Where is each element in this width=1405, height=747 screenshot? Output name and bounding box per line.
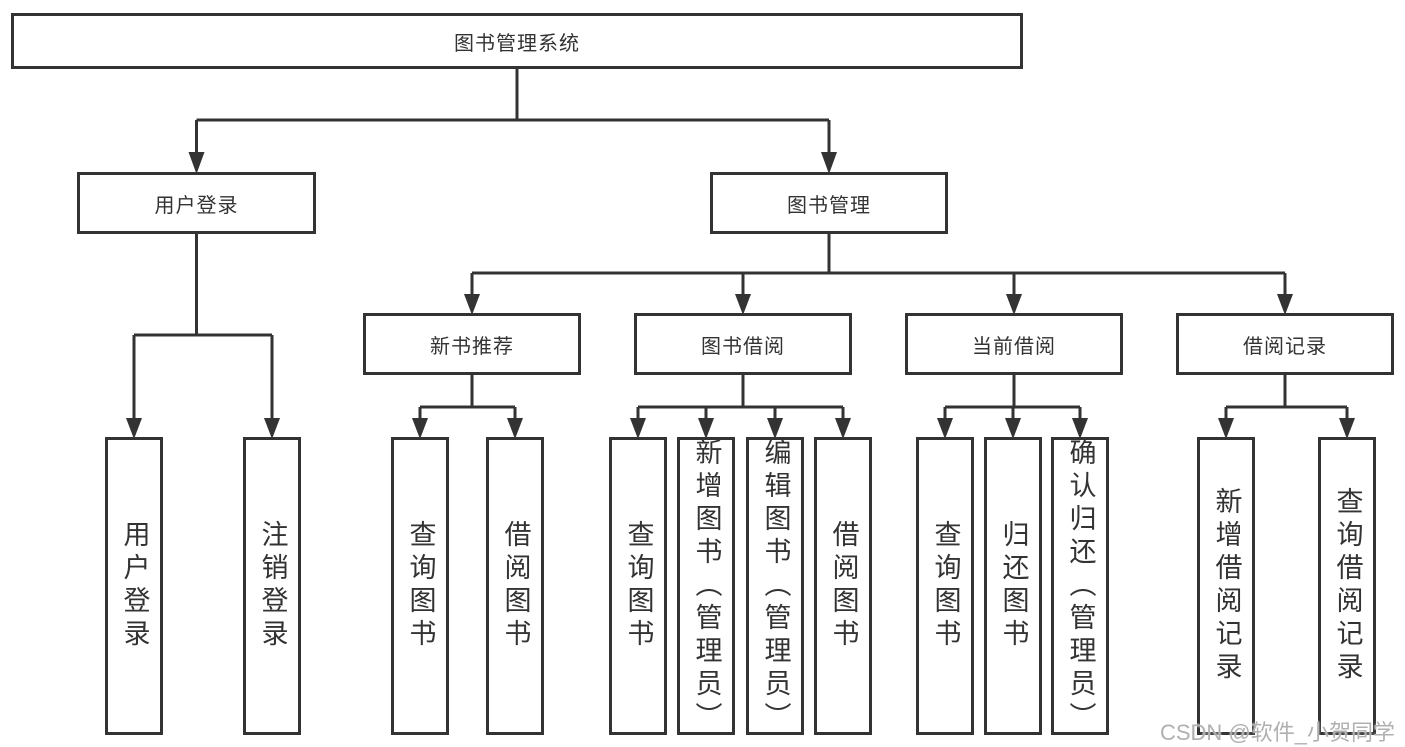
node-label: 编辑图书（管理员） [760, 437, 791, 735]
node-label: 借阅图书 [828, 520, 859, 652]
arrowhead-icons [126, 152, 1355, 439]
node-label: 用户登录 [154, 194, 239, 217]
node-label: 新书推荐 [430, 335, 514, 358]
node-label: 用户登录 [119, 520, 150, 652]
node-label: 新增借阅记录 [1211, 487, 1242, 685]
node-label: 借阅图书 [500, 520, 531, 652]
node-label: 图书管理系统 [454, 32, 580, 55]
node-label: 查询图书 [930, 520, 961, 652]
leaf-user-login: 用户登录 [105, 437, 163, 735]
leaf-edit-books-admin: 编辑图书（管理员） [746, 437, 804, 735]
node-current-borrowing: 当前借阅 [905, 313, 1123, 375]
node-label: 查询借阅记录 [1332, 487, 1363, 685]
node-borrowing-records: 借阅记录 [1176, 313, 1394, 375]
node-label: 图书借阅 [701, 335, 785, 358]
node-label: 借阅记录 [1243, 335, 1327, 358]
node-user-login: 用户登录 [77, 172, 316, 234]
node-label: 注销登录 [257, 520, 288, 652]
node-book-borrowing: 图书借阅 [634, 313, 852, 375]
node-library-management-system: 图书管理系统 [11, 13, 1023, 69]
leaf-return-books: 归还图书 [984, 437, 1042, 735]
node-label: 归还图书 [998, 520, 1029, 652]
node-book-management: 图书管理 [710, 172, 948, 234]
leaf-borrow-books-recommend: 借阅图书 [486, 437, 544, 735]
node-label: 当前借阅 [972, 335, 1056, 358]
leaf-borrow-books: 借阅图书 [814, 437, 872, 735]
leaf-query-borrow-record: 查询借阅记录 [1318, 437, 1376, 735]
node-label: 确认归还（管理员） [1065, 437, 1096, 735]
leaf-query-books-current: 查询图书 [916, 437, 974, 735]
leaf-add-books-admin: 新增图书（管理员） [677, 437, 735, 735]
node-label: 新增图书（管理员） [691, 437, 722, 735]
leaf-query-books-recommend: 查询图书 [391, 437, 449, 735]
node-new-book-recommend: 新书推荐 [363, 313, 581, 375]
leaf-query-books-borrowing: 查询图书 [609, 437, 667, 735]
watermark: CSDN @软件_小贺同学 [1159, 720, 1395, 745]
leaf-logout: 注销登录 [243, 437, 301, 735]
leaf-confirm-return-admin: 确认归还（管理员） [1051, 437, 1109, 735]
node-label: 查询图书 [623, 520, 654, 652]
leaf-add-borrow-record: 新增借阅记录 [1197, 437, 1255, 735]
node-label: 图书管理 [787, 194, 871, 217]
node-label: 查询图书 [405, 520, 436, 652]
